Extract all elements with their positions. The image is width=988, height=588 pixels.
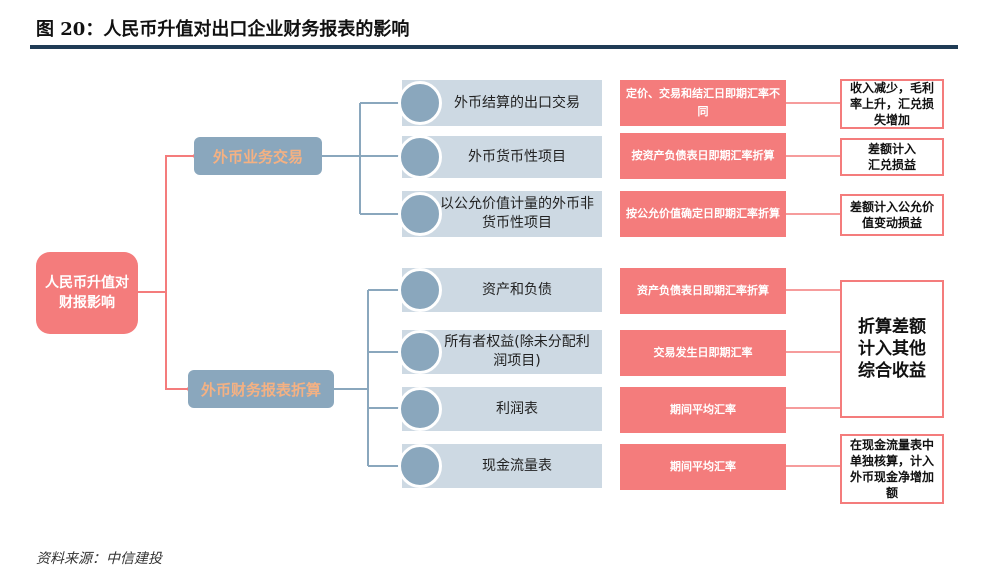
title-rule [30,45,958,49]
item-bubble-1 [398,81,442,125]
result-box-1: 收入减少，毛利率上升，汇兑损失增加 [840,79,944,129]
item-bubble-7 [398,444,442,488]
rate-box-3: 按公允价值确定日即期汇率折算 [620,191,786,237]
rate-box-2: 按资产负债表日即期汇率折算 [620,133,786,179]
rate-box-1: 定价、交易和结汇日即期汇率不同 [620,80,786,126]
source-note: 资料来源：中信建投 [36,551,162,567]
result-box-4: 折算差额计入其他综合收益 [840,280,944,418]
item-bubble-4 [398,268,442,312]
item-bubble-6 [398,387,442,431]
group-node-foreign-transactions: 外币业务交易 [194,137,322,175]
group-node-statement-translation: 外币财务报表折算 [188,370,334,408]
root-node: 人民币升值对财报影响 [36,252,138,334]
item-bubble-3 [398,192,442,236]
item-bubble-2 [398,135,442,179]
rate-box-6: 期间平均汇率 [620,387,786,433]
connector-root-group-1 [138,155,194,293]
result-box-5: 在现金流量表中单独核算，计入外币现金净增加额 [840,434,944,504]
result-box-3: 差额计入公允价值变动损益 [840,194,944,236]
result-box-2: 差额计入汇兑损益 [840,138,944,176]
item-bubble-5 [398,330,442,374]
rate-box-7: 期间平均汇率 [620,444,786,490]
connector-root-group-2 [165,292,188,390]
rate-box-5: 交易发生日即期汇率 [620,330,786,376]
rate-box-4: 资产负债表日即期汇率折算 [620,268,786,314]
figure-title: 图 20：人民币升值对出口企业财务报表的影响 [36,19,410,40]
